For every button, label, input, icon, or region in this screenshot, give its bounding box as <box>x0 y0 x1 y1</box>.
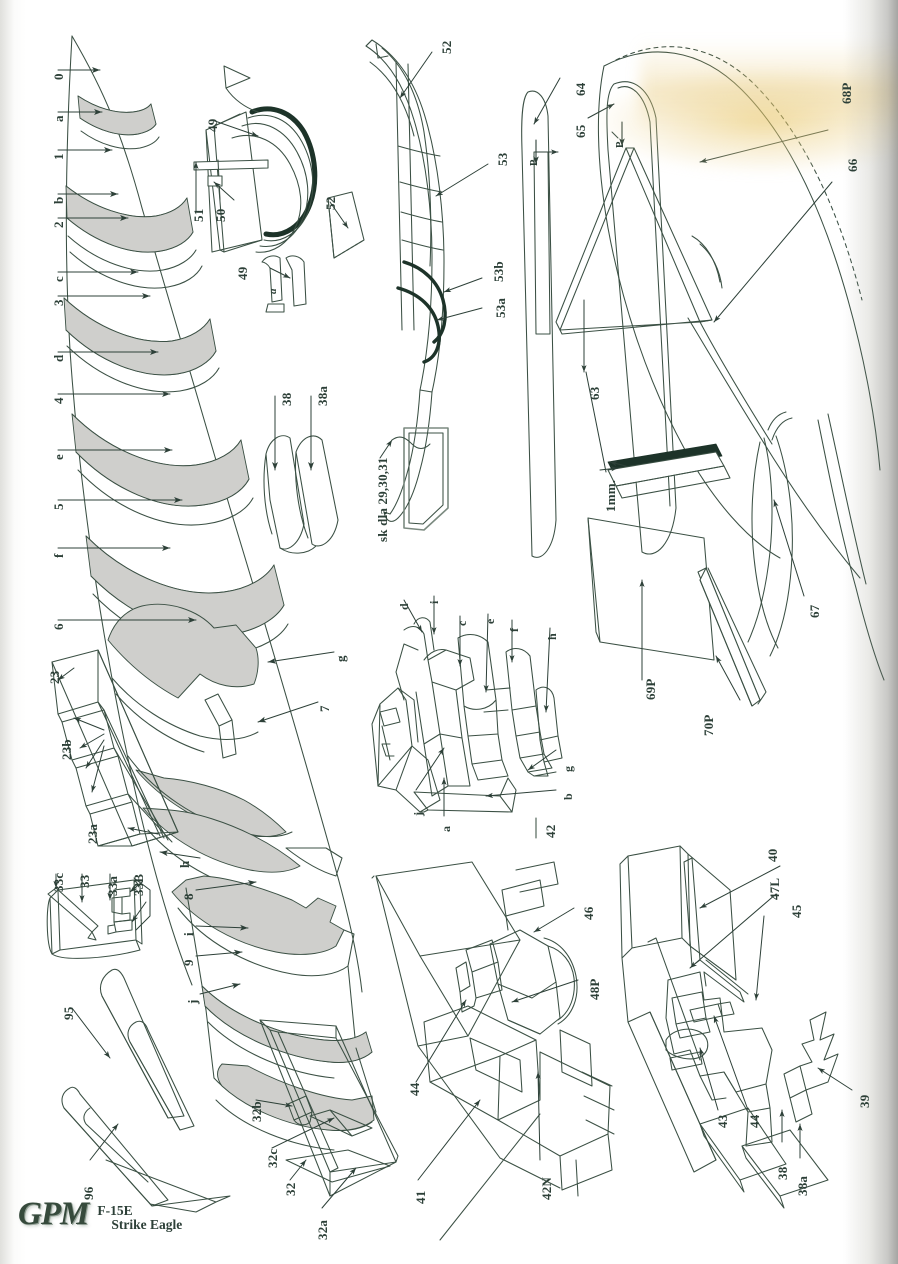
label-dim-1mm: 1mm. <box>603 479 618 512</box>
label-part-53: 53 <box>495 152 510 166</box>
label-part-9: 9 <box>181 959 196 966</box>
label-part-65: 65 <box>573 124 588 138</box>
label-part-53b: 53b <box>491 261 506 282</box>
label-p-mark-2: P <box>615 141 626 148</box>
label-part-42N: 42N <box>539 1177 554 1200</box>
label-part-52b: 52 <box>323 196 338 210</box>
label-part-39: 39 <box>857 1094 872 1108</box>
label-ci-j: j <box>411 811 425 816</box>
label-part-42: 42 <box>543 824 558 838</box>
label-part-41: 41 <box>413 1190 428 1204</box>
label-part-68P: 68P <box>839 82 854 104</box>
label-part-4: 4 <box>51 397 66 404</box>
label-part-a: a <box>51 115 66 122</box>
label-part-32b: 32b <box>249 1101 264 1122</box>
label-ci-f: f <box>507 627 521 632</box>
label-part-32c: 32c <box>265 1148 280 1168</box>
label-part-2: 2 <box>51 221 66 228</box>
label-part-23b: 23b <box>59 739 74 760</box>
label-ci-d: d <box>397 603 411 610</box>
label-part-44-bay: 44 <box>407 1082 422 1096</box>
label-part-49b: 49 <box>235 266 250 280</box>
label-part-32: 32 <box>283 1182 298 1196</box>
label-part-44-gear: 44 <box>747 1114 762 1128</box>
label-part-95: 95 <box>61 1006 76 1020</box>
label-part-38: 38 <box>279 392 294 406</box>
label-canopy-a: a <box>267 288 279 294</box>
label-part-51: 51 <box>191 208 206 222</box>
label-part-h: h <box>177 860 192 868</box>
publisher-footer: GPM F-15E Strike Eagle <box>18 1196 182 1233</box>
label-part-70P: 70P <box>701 714 716 736</box>
label-ci-i: i <box>427 600 441 604</box>
label-part-69P: 69P <box>643 678 658 700</box>
label-part-52: 52 <box>439 40 454 54</box>
model-name-line2: Strike Eagle <box>111 1217 183 1233</box>
label-part-i: i <box>181 932 196 936</box>
label-part-38a: 38a <box>315 385 330 406</box>
model-name: F-15E Strike Eagle <box>97 1203 183 1233</box>
label-part-48P: 48P <box>587 978 602 1000</box>
label-part-49: 49 <box>205 118 220 132</box>
label-ci-c: c <box>455 620 469 626</box>
label-part-38a-gear: 38a <box>795 1175 810 1196</box>
label-part-33a: 33a <box>105 875 120 896</box>
label-part-67: 67 <box>807 604 822 618</box>
label-part-e: e <box>51 454 66 460</box>
label-part-40: 40 <box>765 848 780 862</box>
label-part-66: 66 <box>845 158 860 172</box>
label-part-33c: 33c <box>51 872 66 892</box>
label-part-8: 8 <box>181 893 196 900</box>
label-part-b: b <box>51 196 66 204</box>
label-part-6: 6 <box>51 623 66 630</box>
label-part-45: 45 <box>789 904 804 918</box>
label-part-47L: 47L <box>767 877 782 900</box>
label-part-38-gear: 38 <box>775 1166 790 1180</box>
model-name-line1: F-15E <box>97 1203 133 1218</box>
label-part-f: f <box>51 553 66 558</box>
label-part-23: 23 <box>47 670 62 684</box>
label-part-46: 46 <box>581 906 596 920</box>
label-part-33: 33 <box>77 874 92 888</box>
label-part-g: g <box>333 655 348 662</box>
label-ci-g: g <box>561 765 575 772</box>
label-part-0: 0 <box>51 73 66 80</box>
label-part-5: 5 <box>51 503 66 510</box>
label-sk-note: sk dla 29,30,31 <box>375 457 390 542</box>
label-part-d: d <box>51 354 66 362</box>
label-ci-h: h <box>545 633 559 640</box>
label-part-23a: 23a <box>85 823 100 844</box>
label-part-7: 7 <box>317 705 332 712</box>
label-part-1: 1 <box>51 153 66 160</box>
label-part-43: 43 <box>715 1114 730 1128</box>
label-part-j: j <box>185 999 200 1004</box>
label-part-32a: 32a <box>315 1219 330 1240</box>
label-part-50: 50 <box>213 208 228 222</box>
label-part-63: 63 <box>587 386 602 400</box>
label-part-3: 3 <box>51 299 66 306</box>
label-p-mark-1: P <box>529 159 540 166</box>
label-ci-b: b <box>561 793 575 800</box>
label-part-64: 64 <box>573 82 588 96</box>
label-ci-a: a <box>439 825 453 832</box>
label-ci-e: e <box>483 618 497 624</box>
label-part-33B: 33B <box>131 873 146 896</box>
label-part-c: c <box>51 276 66 282</box>
label-part-53a: 53a <box>493 297 508 318</box>
gpm-logo: GPM <box>18 1196 89 1232</box>
